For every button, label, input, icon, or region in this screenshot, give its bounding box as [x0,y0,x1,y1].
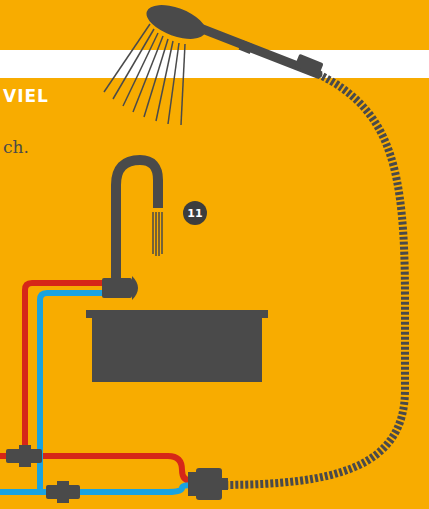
callout-circle [183,201,207,225]
callout-number: 11 [187,207,202,220]
pipe-tees [6,445,80,503]
shower-head [104,0,324,125]
sink [86,310,268,382]
shower-hose [226,74,405,485]
heading-fragment: VIEL [3,86,49,106]
body-text-fragment: ch. [3,137,29,157]
white-band [0,50,429,78]
faucet [102,160,162,300]
mixer-connector [188,468,228,500]
